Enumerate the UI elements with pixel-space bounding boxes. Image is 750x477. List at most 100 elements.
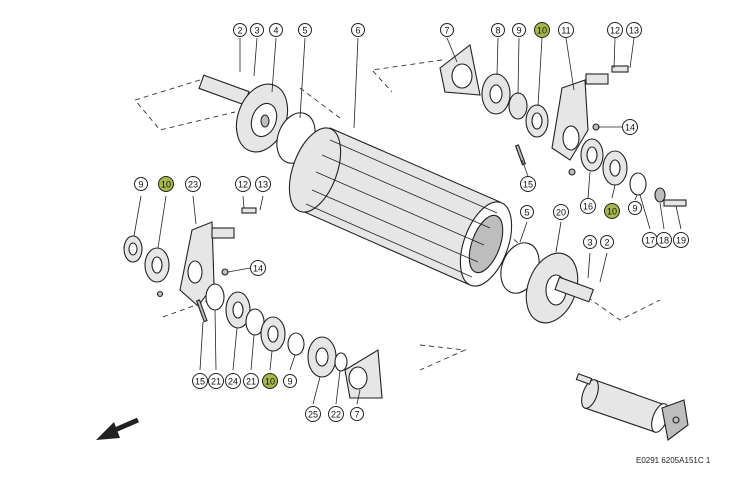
callout-number: 5 — [302, 26, 307, 36]
callout-circle — [558, 22, 574, 38]
drive-flange-left — [198, 74, 289, 153]
callout-circle — [673, 232, 689, 248]
callout-circle — [134, 177, 148, 191]
callout-c-21-a: 21 — [208, 373, 224, 389]
callout-circle — [607, 22, 623, 38]
callout-c-21-b: 21 — [243, 373, 259, 389]
callout-number: 15 — [195, 377, 205, 387]
callout-c-5-mid: 5 — [520, 205, 534, 219]
callout-number: 4 — [273, 26, 278, 36]
callout-c-12-top: 12 — [607, 22, 623, 38]
callout-c-8: 8 — [491, 23, 505, 37]
callout-c-17: 17 — [642, 232, 658, 248]
callout-circle — [628, 201, 642, 215]
drive-flange-right — [525, 252, 595, 324]
callout-c-15-top: 15 — [520, 176, 536, 192]
callout-c-6: 6 — [351, 23, 365, 37]
callout-number: 11 — [561, 26, 570, 36]
callout-c-14-left: 14 — [250, 260, 266, 276]
callout-number: 7 — [444, 26, 449, 36]
callout-c-10-left: 10 — [158, 176, 174, 192]
callout-number: 9 — [287, 377, 292, 387]
callout-circle — [512, 23, 526, 37]
callout-circle — [225, 373, 241, 389]
callout-number: 23 — [188, 180, 198, 190]
callout-circle — [583, 235, 597, 249]
callout-c-25: 25 — [305, 406, 321, 422]
callout-c-2-top: 2 — [233, 23, 247, 37]
callout-number: 9 — [516, 26, 521, 36]
callout-circle — [250, 23, 264, 37]
callout-number: 20 — [556, 208, 566, 218]
callout-c-9-left: 9 — [134, 177, 148, 191]
bottom-left-parts — [123, 207, 383, 399]
callout-c-10-top: 10 — [534, 22, 550, 38]
callout-number: 21 — [211, 377, 221, 387]
callout-c-9-top: 9 — [512, 23, 526, 37]
callout-circle — [192, 373, 208, 389]
callout-number: 12 — [238, 180, 248, 190]
callout-circle — [243, 373, 259, 389]
callout-number: 25 — [308, 410, 318, 420]
callout-circle — [656, 232, 672, 248]
callout-circle — [520, 176, 536, 192]
callout-number: 2 — [604, 238, 609, 248]
callout-number: 14 — [253, 264, 263, 274]
callout-circle — [185, 176, 201, 192]
callout-circle — [534, 22, 550, 38]
callout-c-23: 23 — [185, 176, 201, 192]
callout-circle — [604, 203, 620, 219]
callout-circle — [262, 373, 278, 389]
leader-lines — [133, 37, 682, 405]
callout-number: 10 — [537, 26, 547, 36]
callout-number: 15 — [523, 180, 533, 190]
callout-circle — [600, 235, 614, 249]
callout-number: 3 — [587, 238, 592, 248]
callout-number: 13 — [629, 26, 639, 36]
top-right-parts — [439, 44, 687, 207]
direction-arrow — [96, 417, 139, 440]
callout-c-2-mid: 2 — [600, 235, 614, 249]
callout-number: 3 — [254, 26, 259, 36]
callout-c-10-right: 10 — [604, 203, 620, 219]
callout-number: 2 — [237, 26, 242, 36]
callout-circle — [520, 205, 534, 219]
callout-number: 6 — [355, 26, 360, 36]
callout-number: 9 — [632, 204, 637, 214]
ribbed-roller — [288, 127, 513, 287]
callout-number: 13 — [258, 180, 268, 190]
callout-c-12-left: 12 — [235, 176, 251, 192]
callout-circle — [351, 23, 365, 37]
callout-circle — [233, 23, 247, 37]
callout-circle — [328, 406, 344, 422]
callout-number: 21 — [246, 377, 256, 387]
callout-number: 19 — [676, 236, 686, 246]
callout-circle — [255, 176, 271, 192]
callout-number: 7 — [354, 410, 359, 420]
callout-circle — [158, 176, 174, 192]
callout-c-5-top: 5 — [298, 23, 312, 37]
callout-c-20: 20 — [553, 204, 569, 220]
callout-number: 12 — [610, 26, 620, 36]
callout-c-4: 4 — [269, 23, 283, 37]
callout-c-22: 22 — [328, 406, 344, 422]
callout-circle — [626, 22, 642, 38]
callout-number: 10 — [161, 180, 171, 190]
callout-c-3-top: 3 — [250, 23, 264, 37]
callout-circle — [305, 406, 321, 422]
callout-c-14-top: 14 — [622, 119, 638, 135]
callout-number: 16 — [583, 202, 593, 212]
callout-number: 24 — [228, 377, 238, 387]
callout-number: 18 — [659, 236, 669, 246]
callout-c-9-right: 9 — [628, 201, 642, 215]
callout-c-9-bot: 9 — [283, 374, 297, 388]
callout-circle — [440, 23, 454, 37]
callout-number: 9 — [138, 180, 143, 190]
callout-c-13-top: 13 — [626, 22, 642, 38]
callout-c-18: 18 — [656, 232, 672, 248]
callout-circle — [208, 373, 224, 389]
callout-circle — [553, 204, 569, 220]
callout-number: 10 — [265, 377, 275, 387]
